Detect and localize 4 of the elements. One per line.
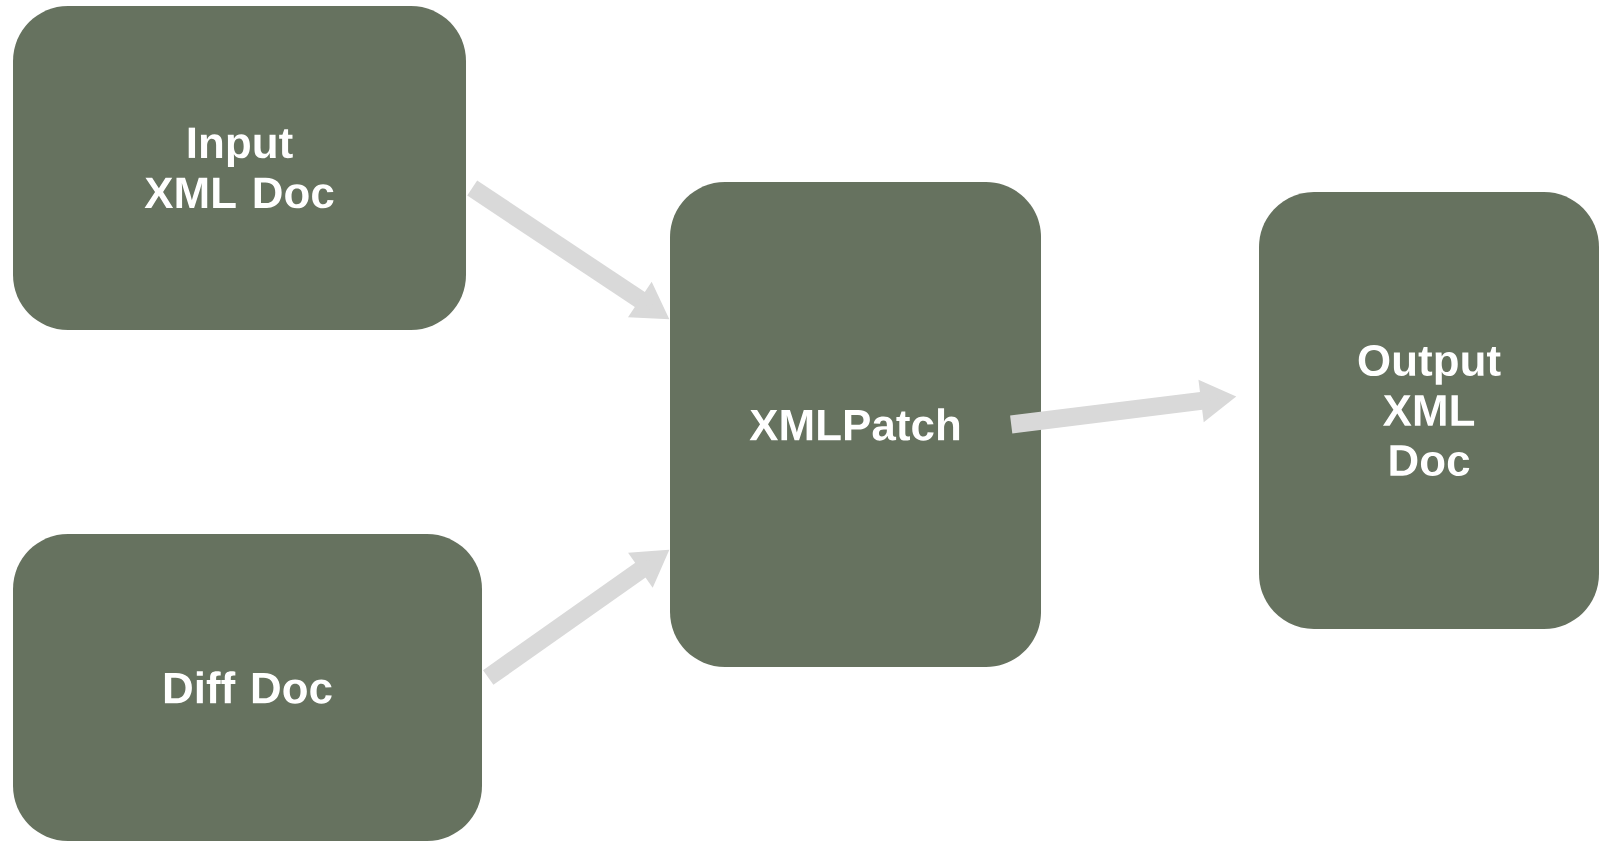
process-box: Output XML Doc (1259, 192, 1599, 629)
process-box: Diff Doc (13, 534, 482, 841)
process-box: Input XML Doc (13, 6, 466, 330)
process-box: XMLPatch (670, 182, 1041, 667)
